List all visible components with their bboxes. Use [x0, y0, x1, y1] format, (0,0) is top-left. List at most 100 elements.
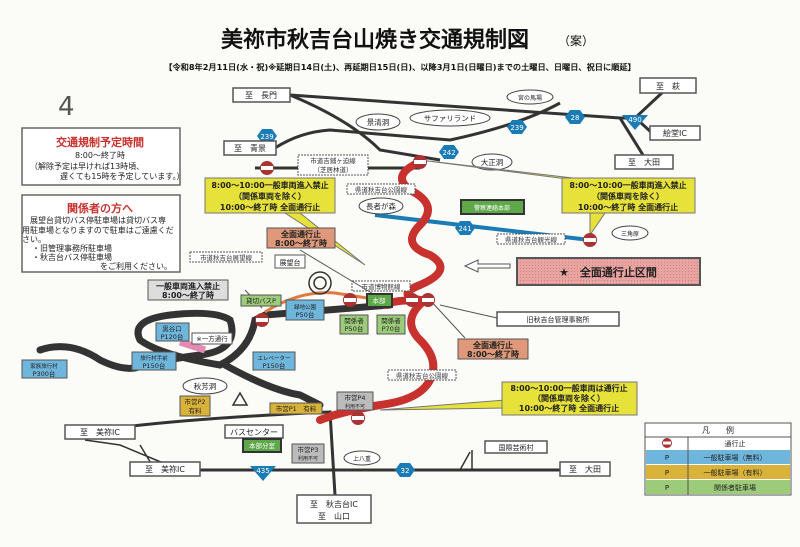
parking-label: 家族旅行村 — [30, 362, 58, 370]
parking-label: 市営P4 — [344, 393, 365, 402]
callout-left: 8:00～10:00一般車両進入禁止（関係車両を除く）10:00～終了時 全面通… — [204, 177, 336, 214]
legend-symbol: P — [665, 469, 669, 477]
callout-text: 全面通行止 — [280, 229, 321, 239]
hq-label: 警察連絡本部 — [474, 204, 510, 212]
dest-label: 至 青景 — [234, 143, 266, 153]
place-label: 宮の馬場 — [518, 94, 542, 102]
place-kagekiyo: 景清洞 — [355, 113, 401, 131]
place-kamihachiya: 上八重 — [343, 450, 381, 466]
route-28: 28 — [571, 114, 580, 122]
road-label-yoshiyori: 市道吉鋪ヶ迫線（芝居林道） — [297, 154, 369, 176]
dest-mine-ic-lower: 至 美祢IC — [129, 461, 201, 477]
route-shields: 239 239 28 490 242 241 435 32 — [250, 110, 648, 481]
kyu-kanri-office: 旧秋吉台管理事務所 — [496, 311, 620, 327]
parking-label: P70台 — [382, 324, 401, 333]
place-sankakudai: 三角原 — [611, 225, 649, 241]
legend-row-closure: 通行止 — [662, 438, 746, 448]
no-entry-icon — [405, 293, 419, 307]
callout-right: 8:00～10:00一般車両進入禁止（関係車両を除く）10:00～終了時 全面通… — [561, 177, 696, 214]
map-title: 美祢市秋吉台山焼き交通規制図 — [221, 27, 529, 53]
kokusai-geijutsumura: 国際芸術村 — [484, 440, 548, 454]
staff-text: をご利用ください。 — [100, 261, 172, 271]
no-entry-icon — [343, 293, 357, 307]
road-label: 県道秋吉台観光線 — [505, 235, 558, 244]
parking-p1: 市営P1 有料 — [269, 402, 323, 415]
place-label: 景清洞 — [367, 117, 390, 127]
staff-text: ・旧管理事務所駐車場 — [32, 243, 112, 253]
road-label-kokoen-2: 県道秋吉台公園線 — [387, 369, 457, 381]
callout-text: 8:00～終了時 — [275, 238, 327, 248]
legend-label: 関係者駐車場 — [714, 483, 756, 492]
place-label: 国際芸術村 — [499, 443, 534, 452]
staff-text: ・秋吉台バス停駐車場 — [32, 252, 112, 262]
dest-label: 至 秋吉台IC — [310, 499, 358, 509]
schedule-time: 8:00～終了時 — [75, 150, 125, 160]
road-label: 県道秋吉台公園線 — [396, 371, 449, 380]
one-way-section — [178, 338, 207, 354]
callout-text: 10:00～終了時 全面通行止 — [519, 403, 619, 413]
staff-text: 用駐車場となりますので駐車はご遠慮くだ — [22, 225, 174, 235]
tenbodai: 展望台 — [274, 254, 306, 269]
place-label: 上八重 — [353, 455, 371, 463]
callout-text: 10:00～終了時 全面通行止 — [578, 202, 678, 212]
hq-police: 警察連絡本部 — [460, 199, 525, 215]
dest-mine-ic-upper: 至 美祢IC — [64, 424, 136, 440]
road-label: 市道吉鋪ヶ迫線 — [310, 156, 356, 165]
callout-text: 8:00～終了時 — [467, 349, 519, 359]
parking-label: 有料 — [189, 406, 203, 415]
dest-ota-top: 至 大田 — [614, 154, 674, 170]
legend-title: 凡 例 — [702, 425, 734, 435]
place-label: バスセンター — [230, 428, 278, 437]
route-242: 242 — [442, 149, 455, 157]
callout-text: 8:00～終了時 — [162, 290, 214, 300]
dest-label: 至 萩 — [656, 81, 680, 91]
title-note: （案） — [558, 33, 594, 48]
mountain-icon — [231, 391, 249, 406]
road-label: 市道秋吉台展望線 — [200, 253, 253, 262]
place-miyanobaba: 宮の馬場 — [506, 89, 554, 105]
road-label-kokoen: 県道秋吉台公園線 — [346, 183, 416, 195]
parking-label: P150台 — [263, 361, 286, 370]
hq-label: 本部分室 — [249, 441, 276, 450]
parking-label: P50台 — [345, 324, 364, 333]
callout-text: 一般車両進入禁止 — [156, 281, 220, 291]
place-label: 展望台 — [280, 258, 301, 267]
parking-label: 貸切バスP — [246, 296, 276, 305]
dest-label: 絵堂IC — [663, 128, 687, 138]
dest-nagato: 至 長門 — [232, 87, 291, 103]
legend-symbol: P — [665, 454, 669, 462]
subtitle: 【令和8年2月11日(水・祝)※延期日14日(土)、再延期日15日(日)、以降3… — [164, 62, 636, 72]
place-shuhodo: 秋芳洞 — [182, 377, 228, 395]
staff-notice-box: 関係者の方へ 展望台貸切バス停駐車場は貸切バス専 用駐車場となりますので駐車はご… — [21, 194, 181, 273]
callout-text: （関係車両を除く） — [533, 393, 605, 403]
callout-bottom: 8:00～10:00一般車両は通行止（関係車両を除く）10:00～終了時 全面通… — [501, 381, 638, 416]
schedule-box: 交通規制予定時間 8:00～終了時 （解除予定は早ければ13時頃、 遅くても15… — [21, 127, 185, 186]
route-32: 32 — [401, 467, 410, 475]
place-label: 秋芳洞 — [194, 381, 217, 391]
road-label: （芝居林道） — [314, 165, 353, 174]
route-490: 490 — [628, 116, 641, 124]
legend-symbol: P — [665, 484, 669, 492]
dest-edo-ic: 絵堂IC — [649, 125, 701, 141]
road-label-hakubutsu: 市道博物館線 — [351, 280, 411, 292]
parking-label: 黒谷口 — [162, 324, 182, 333]
bus-center: バスセンター — [224, 424, 284, 439]
place-taisho: 大正洞 — [471, 153, 513, 171]
parking-label: 市営P2 — [184, 397, 205, 406]
no-entry-icon — [260, 161, 274, 175]
road-label-kanko: 県道秋吉台観光線 — [496, 233, 566, 245]
no-entry-icon — [583, 233, 597, 247]
dest-hagi: 至 萩 — [639, 77, 697, 94]
staff-title: 関係者の方へ — [67, 201, 133, 215]
one-way-text: ※一方通行 — [196, 334, 228, 343]
route-239: 239 — [260, 133, 273, 141]
